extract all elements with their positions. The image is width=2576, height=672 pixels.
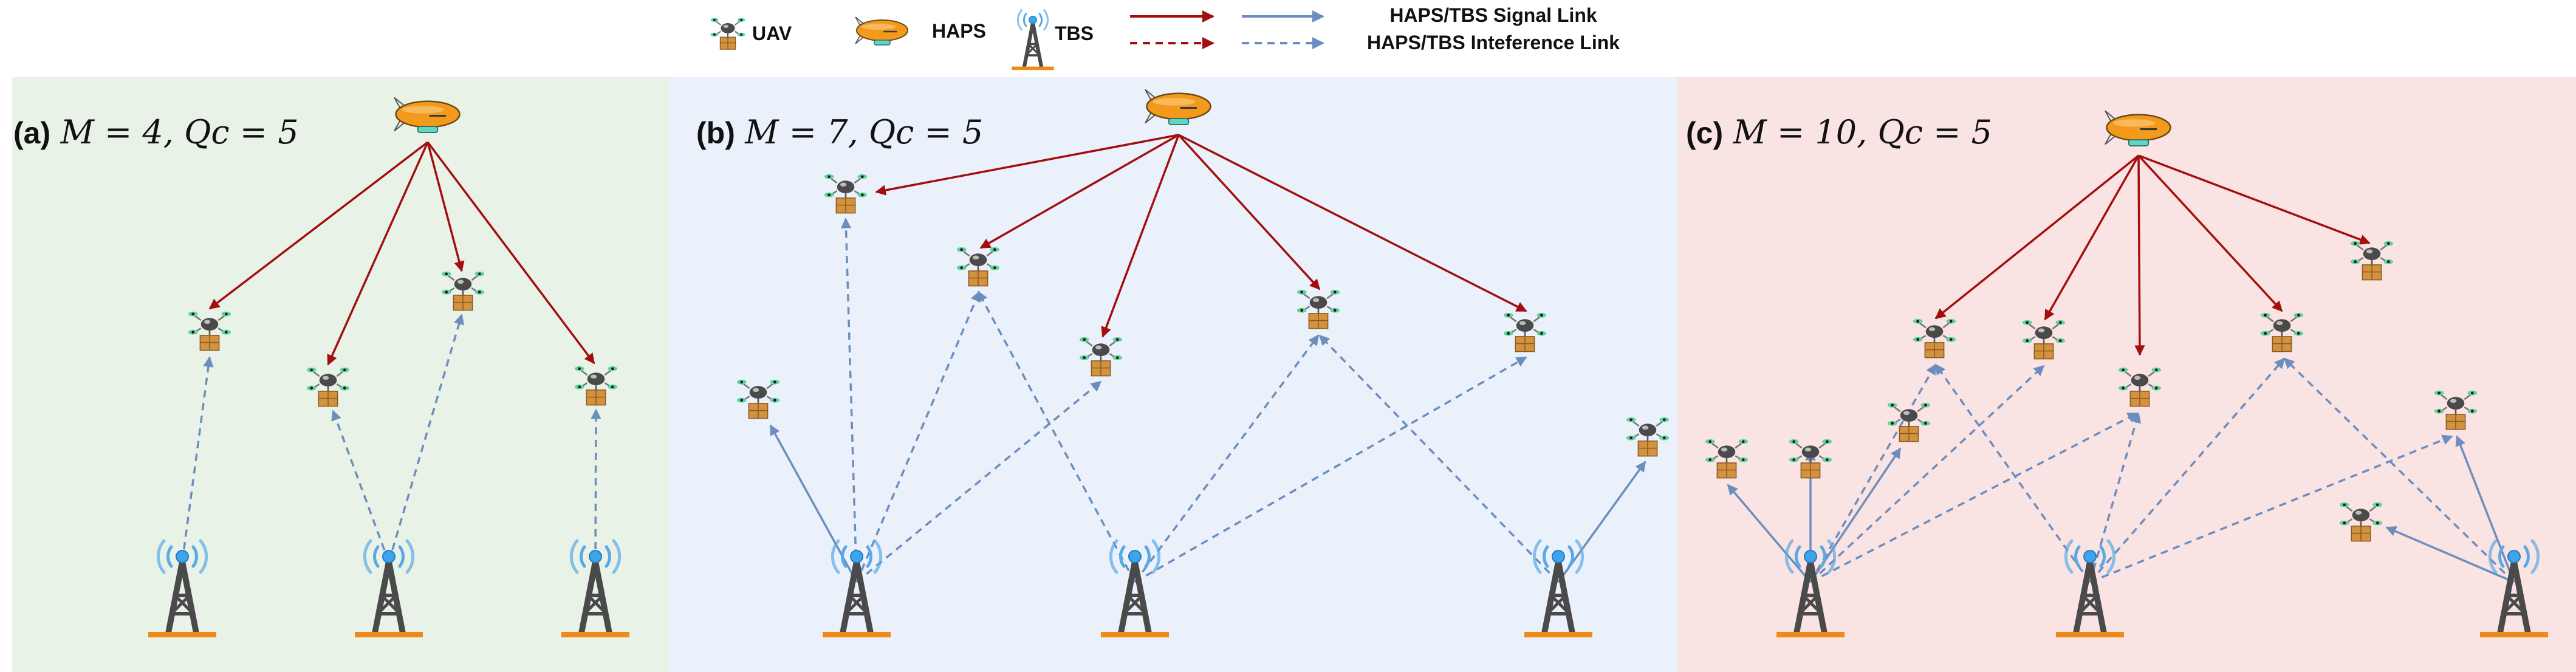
tbs-signal-link [2385, 526, 2515, 583]
tbs-node [2056, 539, 2124, 637]
panel-b-background [670, 77, 1677, 672]
panel-b-equation: M = 7, Qc = 5 [744, 113, 983, 151]
panel-a-id: (a) [13, 116, 50, 150]
tbs-interference-link [1809, 365, 2045, 583]
nodes-layer [148, 89, 2548, 637]
panel-b-title: (b) M = 7, Qc = 5 [696, 113, 983, 151]
tbs-node [823, 539, 891, 637]
haps-signal-link [208, 141, 429, 310]
haps-signal-link [327, 142, 429, 366]
tbs-interference-link [2283, 357, 2515, 583]
tbs-interference-link [977, 290, 1136, 583]
haps-signal-link [1177, 134, 1321, 290]
tbs-node [1776, 539, 1845, 637]
haps-signal-link [426, 142, 465, 272]
haps-signal-link [426, 141, 595, 365]
links-layer [181, 134, 2515, 583]
uav-node [1079, 337, 1123, 377]
tbs-interference-link [1810, 412, 2139, 583]
tbs-node [561, 539, 629, 637]
haps-signal-link [875, 134, 1179, 196]
uav-node [2118, 367, 2162, 407]
tbs-node [148, 539, 216, 637]
uav-node [2350, 241, 2394, 281]
haps-signal-link [1934, 154, 2140, 320]
uav-node [1297, 289, 1340, 329]
panel-c-id: (c) [1686, 116, 1723, 150]
uav-node [2022, 320, 2066, 360]
uav-node [1503, 312, 1547, 352]
uav-node [1789, 439, 1832, 479]
uav-node [441, 271, 485, 311]
tbs-interference-link [855, 290, 981, 583]
legend-haps-label: HAPS [932, 20, 986, 42]
tbs-interference-link [2089, 434, 2453, 583]
legend-haps-icon [855, 16, 908, 46]
uav-node [188, 311, 231, 351]
tbs-interference-link [2089, 412, 2142, 583]
uav-node [1913, 318, 1956, 358]
panel-b-id: (b) [696, 116, 735, 150]
haps-signal-link [1101, 134, 1180, 338]
uav-node [824, 174, 868, 214]
tbs-interference-link [855, 380, 1102, 583]
uav-node [2339, 502, 2383, 542]
tbs-interference-link [1134, 334, 1320, 583]
legend-tbs-icon [1012, 9, 1054, 70]
panel-c-equation: M = 10, Qc = 5 [1733, 113, 1992, 151]
haps-node [394, 97, 461, 133]
haps-node [1145, 89, 1211, 125]
panel-c-title: (c) M = 10, Qc = 5 [1686, 113, 1992, 151]
uav-node [1887, 402, 1931, 442]
legend-tbs-label: TBS [1055, 22, 1094, 44]
uav-node [1705, 439, 1749, 479]
haps-signal-link [2137, 154, 2283, 312]
uav-node [2260, 312, 2304, 352]
tbs-interference-link [2089, 357, 2286, 583]
tbs-interference-link [388, 314, 464, 563]
tbs-interference-link [1934, 363, 2091, 583]
uav-node [956, 247, 1000, 287]
haps-signal-link [1178, 134, 1527, 312]
tbs-node [2480, 539, 2548, 637]
tbs-node [1524, 539, 1592, 637]
uav-node [574, 366, 618, 406]
tbs-interference-link [1134, 356, 1527, 583]
haps-signal-link [2138, 154, 2371, 245]
panel-a-background [12, 77, 670, 672]
legend-uav-label: UAV [752, 22, 792, 44]
tbs-signal-link [1727, 484, 1812, 583]
haps-node [2105, 110, 2171, 146]
uav-node [1626, 417, 1670, 457]
legend-uav-icon [710, 18, 745, 50]
uav-node [306, 367, 350, 407]
uav-node [2434, 390, 2478, 430]
haps-signal-link [979, 134, 1179, 249]
legend-interference-link-label: HAPS/TBS Inteference Link [1367, 32, 1620, 53]
haps-signal-link [2134, 155, 2145, 356]
tbs-node [1101, 539, 1169, 637]
haps-signal-link [2044, 155, 2140, 321]
tbs-node [355, 539, 423, 637]
tbs-interference-link [840, 218, 858, 583]
tbs-signal-link [2455, 435, 2515, 583]
panel-a-equation: M = 4, Qc = 5 [60, 113, 299, 151]
legend: UAV HAPS TBS HAPS/TBS Signal Link HAPS/T… [710, 4, 1620, 70]
tbs-interference-link [331, 410, 390, 563]
legend-signal-link-label: HAPS/TBS Signal Link [1389, 4, 1597, 26]
uav-node [736, 379, 780, 419]
panel-a-title: (a) M = 4, Qc = 5 [13, 113, 299, 151]
tbs-interference-link [181, 356, 214, 563]
tbs-interference-link [1318, 334, 1560, 583]
